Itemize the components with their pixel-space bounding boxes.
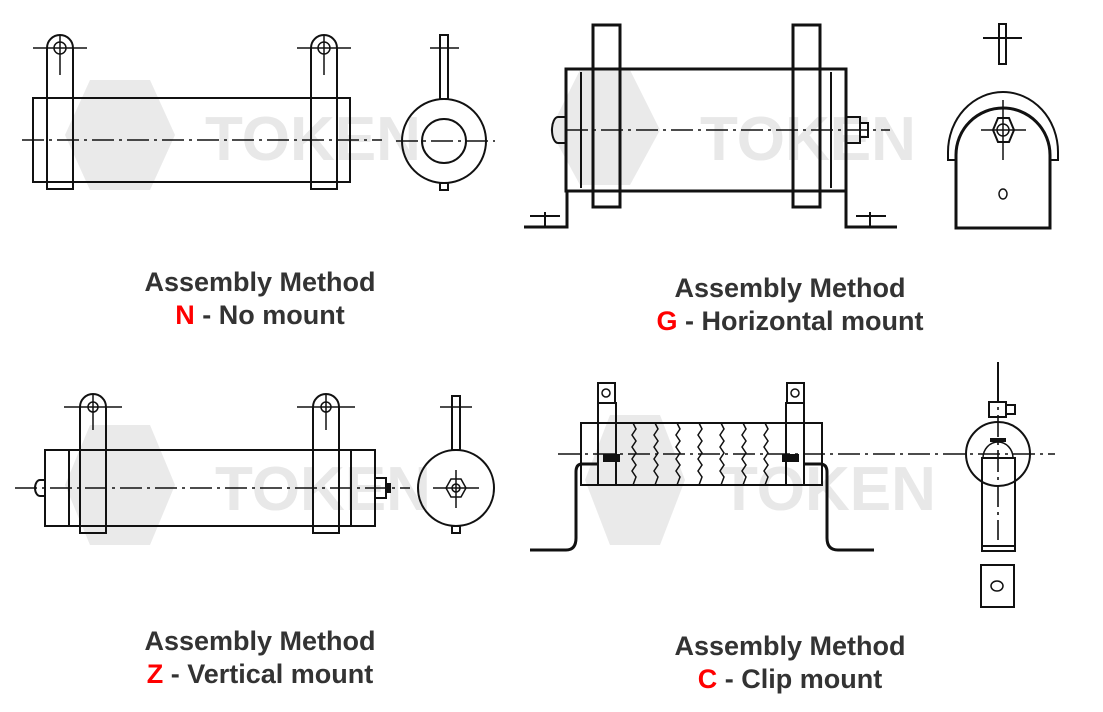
mount-description: Vertical mount [187, 659, 374, 689]
caption-detail: C - Clip mount [697, 664, 883, 694]
caption-heading: Assembly Method [144, 626, 376, 656]
caption-detail: Z - Vertical mount [146, 659, 374, 689]
panel-clip-mount: TOKEN [520, 360, 1103, 712]
resistor-coils [631, 422, 769, 486]
caption-detail: G - Horizontal mount [656, 306, 924, 336]
panel-horizontal-mount: TOKEN [520, 0, 1103, 340]
side-view [524, 23, 897, 229]
mount-code: Z [146, 659, 164, 689]
end-view [396, 34, 495, 191]
bottom-view [980, 564, 1015, 608]
mount-code: N [175, 300, 195, 330]
watermark-logo: TOKEN [65, 80, 421, 190]
watermark-text: TOKEN [215, 455, 431, 524]
caption-no-mount: Assembly Method N - No mount [110, 266, 410, 332]
mount-description: Clip mount [741, 664, 883, 694]
horizontal-mount-drawing: TOKEN [524, 23, 1059, 230]
end-view [947, 23, 1059, 230]
mount-code: G [656, 306, 678, 336]
caption-detail: N - No mount [175, 300, 345, 330]
watermark-logo: TOKEN [585, 415, 936, 545]
side-view [530, 382, 1055, 552]
side-view [15, 393, 410, 534]
end-view [417, 395, 495, 534]
panel-no-mount: TOKEN Assembly Method N - No mount [0, 0, 520, 340]
watermark-text: TOKEN [700, 105, 916, 174]
caption-horizontal-mount: Assembly Method G - Horizontal mount [610, 272, 970, 338]
clip-mount-drawing: TOKEN [530, 362, 1055, 608]
caption-heading: Assembly Method [144, 267, 376, 297]
panel-vertical-mount: TOKEN [0, 370, 520, 712]
caption-heading: Assembly Method [674, 631, 906, 661]
vertical-mount-drawing: TOKEN [15, 393, 495, 545]
watermark-logo: TOKEN [65, 425, 431, 545]
mount-description: No mount [218, 300, 345, 330]
caption-clip-mount: Assembly Method C - Clip mount [610, 630, 970, 696]
end-view [965, 362, 1031, 552]
caption-heading: Assembly Method [674, 273, 906, 303]
caption-vertical-mount: Assembly Method Z - Vertical mount [110, 625, 410, 691]
no-mount-drawing: TOKEN [22, 34, 495, 191]
side-view [22, 34, 382, 190]
mount-description: Horizontal mount [701, 306, 924, 336]
mount-code: C [697, 664, 718, 694]
watermark-logo: TOKEN [550, 70, 916, 185]
